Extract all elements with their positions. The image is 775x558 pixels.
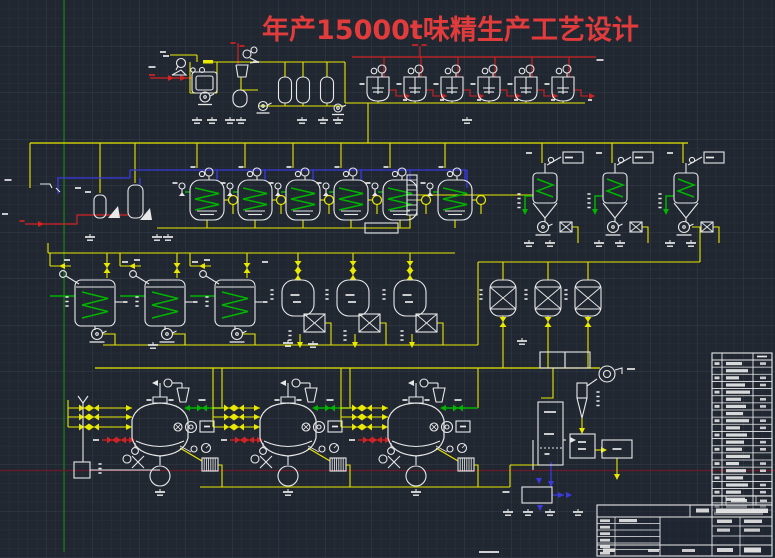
piping-layer[interactable]: [25, 43, 720, 511]
buffer-vessel[interactable]: [281, 279, 326, 333]
funnel-standpipe[interactable]: [73, 395, 160, 479]
heater-box[interactable]: [457, 457, 475, 472]
heater-box[interactable]: [329, 457, 347, 472]
coil-tank[interactable]: [129, 270, 192, 343]
seed-reactor[interactable]: [477, 64, 501, 102]
ion-exchange-column[interactable]: [489, 279, 517, 317]
capsule-tank[interactable]: [319, 76, 335, 104]
capsule-tank[interactable]: [295, 76, 311, 104]
inoculum-station[interactable]: [40, 183, 152, 220]
drawing-title: 年产15000t味精生产工艺设计: [262, 14, 639, 46]
ion-exchange-column[interactable]: [574, 279, 602, 317]
annotation-layer: [2, 42, 714, 553]
tables-layer[interactable]: [596, 352, 773, 557]
cone-tank[interactable]: [602, 151, 654, 236]
buffer-vessel[interactable]: [336, 279, 381, 333]
packing-boxes[interactable]: [569, 433, 633, 459]
cyclone[interactable]: [576, 365, 623, 419]
cone-tank[interactable]: [673, 151, 725, 236]
crystallizer[interactable]: [122, 378, 215, 487]
capsule-tank[interactable]: [277, 76, 293, 104]
heater-box[interactable]: [201, 457, 219, 472]
coil-tank[interactable]: [59, 270, 122, 343]
seed-reactor[interactable]: [551, 64, 575, 102]
fermenter[interactable]: [426, 167, 487, 221]
fermenter[interactable]: [226, 167, 287, 221]
buffer-vessel[interactable]: [393, 279, 438, 333]
seed-reactor[interactable]: [514, 64, 538, 102]
utility-box[interactable]: [521, 486, 553, 504]
equipment-layer[interactable]: [40, 46, 725, 504]
coil-tank[interactable]: [199, 270, 262, 343]
seed-reactor[interactable]: [440, 64, 464, 102]
plate-filter[interactable]: [406, 174, 418, 216]
media-prep-cluster[interactable]: [171, 46, 347, 116]
ion-exchange-column[interactable]: [534, 279, 562, 317]
crystallizer[interactable]: [378, 378, 471, 487]
title-block[interactable]: [596, 495, 773, 557]
crystallizer[interactable]: [250, 378, 343, 487]
fermenter[interactable]: [178, 167, 239, 221]
fermenter[interactable]: [322, 167, 383, 221]
seed-reactor[interactable]: [366, 64, 390, 102]
seed-reactor[interactable]: [403, 64, 427, 102]
drying-tower[interactable]: [532, 401, 576, 470]
cone-tank[interactable]: [532, 151, 584, 236]
